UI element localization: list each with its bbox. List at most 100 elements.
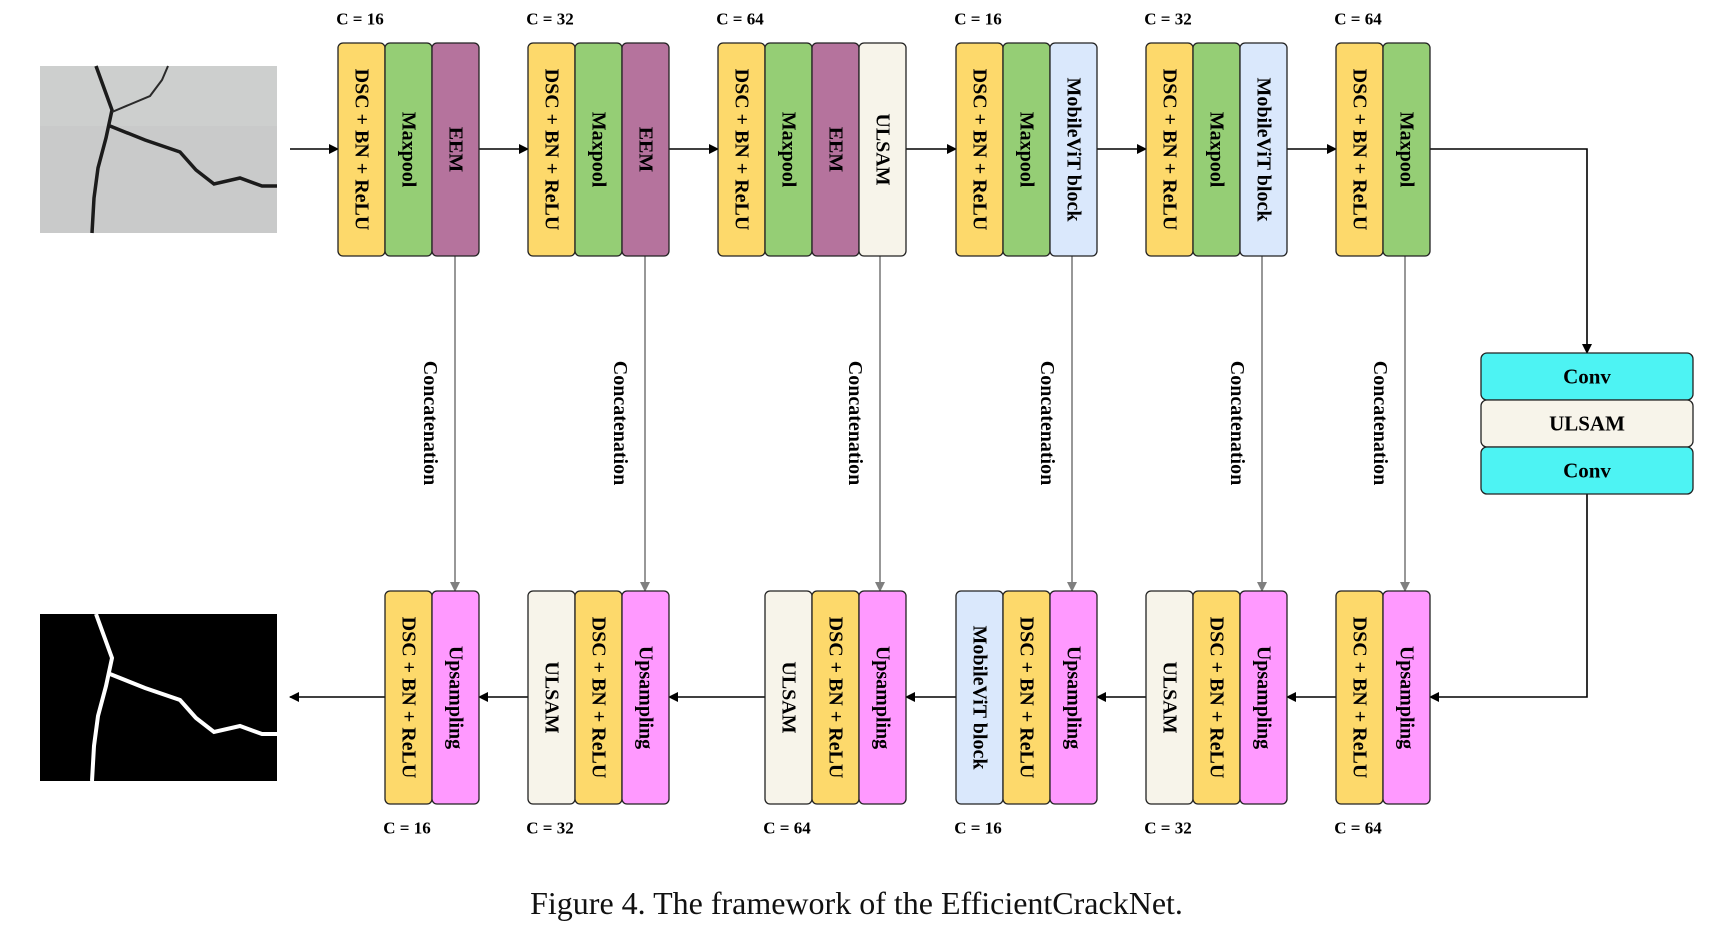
- dec-4-mobilevit-block-label: MobileViT block: [969, 626, 991, 771]
- enc-2-dsc-block: DSC + BN + ReLU: [527, 42, 576, 257]
- enc-1-dsc-block-label: DSC + BN + ReLU: [351, 69, 373, 231]
- dec-5-channels: C = 32: [1144, 819, 1191, 838]
- dec-2-upsampling-block: Upsampling: [621, 590, 670, 805]
- enc-4-mobilevit-block: MobileViT block: [1049, 42, 1098, 257]
- dec-3-dsc-block: DSC + BN + ReLU: [811, 590, 860, 805]
- enc-6-maxpool-block: Maxpool: [1382, 42, 1431, 257]
- input-crack-image: [40, 65, 277, 234]
- dec-1-upsampling-block: Upsampling: [431, 590, 480, 805]
- dec-3-ulsam-block-label: ULSAM: [778, 661, 800, 733]
- dec-2-ulsam-block-label: ULSAM: [541, 661, 563, 733]
- enc-6-dsc-block: DSC + BN + ReLU: [1335, 42, 1384, 257]
- dec-3-channels: C = 64: [763, 819, 811, 838]
- enc-6-channels: C = 64: [1334, 10, 1382, 29]
- dec-4-upsampling-block-label: Upsampling: [1063, 646, 1085, 749]
- enc-4-maxpool-block-label: Maxpool: [1016, 112, 1038, 188]
- enc-4-mobilevit-block-label: MobileViT block: [1063, 78, 1085, 223]
- bottleneck-conv-3: Conv: [1480, 446, 1694, 495]
- enc-5-mobilevit-block: MobileViT block: [1239, 42, 1288, 257]
- dec-5-dsc-block: DSC + BN + ReLU: [1192, 590, 1241, 805]
- enc-5-maxpool-block-label: Maxpool: [1206, 112, 1228, 188]
- dec-4-dsc-block: DSC + BN + ReLU: [1002, 590, 1051, 805]
- dec-2-upsampling-block-label: Upsampling: [635, 646, 657, 749]
- enc-2-eem-block-label: EEM: [635, 127, 657, 173]
- bottleneck-conv-3-label: Conv: [1563, 459, 1611, 483]
- enc-6-maxpool-block-label: Maxpool: [1396, 112, 1418, 188]
- dec-4-mobilevit-block: MobileViT block: [955, 590, 1004, 805]
- concat-label-6: Concatenation: [1369, 361, 1391, 485]
- enc-5-dsc-block-label: DSC + BN + ReLU: [1159, 69, 1181, 231]
- bottleneck-conv-1: Conv: [1480, 352, 1694, 401]
- enc-1-maxpool-block-label: Maxpool: [398, 112, 420, 188]
- dec-4-upsampling-block: Upsampling: [1049, 590, 1098, 805]
- enc-3-dsc-block: DSC + BN + ReLU: [717, 42, 766, 257]
- enc-5-maxpool-block: Maxpool: [1192, 42, 1241, 257]
- dec-5-dsc-block-label: DSC + BN + ReLU: [1206, 617, 1228, 779]
- dec-2-ulsam-block: ULSAM: [527, 590, 576, 805]
- dec-3-ulsam-block: ULSAM: [764, 590, 813, 805]
- enc-3-maxpool-block: Maxpool: [764, 42, 813, 257]
- enc-3-dsc-block-label: DSC + BN + ReLU: [731, 69, 753, 231]
- dec-2-dsc-block: DSC + BN + ReLU: [574, 590, 623, 805]
- enc-2-eem-block: EEM: [621, 42, 670, 257]
- dec-1-upsampling-block-label: Upsampling: [445, 646, 467, 749]
- enc-5-mobilevit-block-label: MobileViT block: [1253, 78, 1275, 223]
- connections-layer: [289, 144, 1592, 702]
- concat-label-3: Concatenation: [844, 361, 866, 485]
- enc-1-dsc-block: DSC + BN + ReLU: [337, 42, 386, 257]
- dec-5-upsampling-block: Upsampling: [1239, 590, 1288, 805]
- enc-3-maxpool-block-label: Maxpool: [778, 112, 800, 188]
- enc-4-dsc-block-label: DSC + BN + ReLU: [969, 69, 991, 231]
- dec-3-upsampling-block: Upsampling: [858, 590, 907, 805]
- concat-label-2: Concatenation: [609, 361, 631, 485]
- dec-2-dsc-block-label: DSC + BN + ReLU: [588, 617, 610, 779]
- dec-5-ulsam-block-label: ULSAM: [1159, 661, 1181, 733]
- output-mask-image: [40, 613, 277, 782]
- enc-1-channels: C = 16: [336, 10, 383, 29]
- dec-1-channels: C = 16: [383, 819, 430, 838]
- enc-1-eem-block: EEM: [431, 42, 480, 257]
- enc-3-eem-block-label: EEM: [825, 127, 847, 173]
- enc-5-channels: C = 32: [1144, 10, 1191, 29]
- enc-3-ulsam-block-label: ULSAM: [872, 113, 894, 185]
- concat-label-4: Concatenation: [1036, 361, 1058, 485]
- enc-3-eem-block: EEM: [811, 42, 860, 257]
- dec-1-dsc-block-label: DSC + BN + ReLU: [398, 617, 420, 779]
- dec-4-channels: C = 16: [954, 819, 1001, 838]
- from-bottleneck-arrow: [1429, 494, 1588, 702]
- to-bottleneck-arrow: [1430, 148, 1592, 354]
- dec-1-dsc-block: DSC + BN + ReLU: [384, 590, 433, 805]
- enc-4-dsc-block: DSC + BN + ReLU: [955, 42, 1004, 257]
- dec-5-upsampling-block-label: Upsampling: [1253, 646, 1275, 749]
- bottleneck-ulsam-2: ULSAM: [1480, 399, 1694, 448]
- enc-2-maxpool-block: Maxpool: [574, 42, 623, 257]
- dec-5-ulsam-block: ULSAM: [1145, 590, 1194, 805]
- enc-3-ulsam-block: ULSAM: [858, 42, 907, 257]
- enc-1-eem-block-label: EEM: [445, 127, 467, 173]
- figure-caption: Figure 4. The framework of the Efficient…: [530, 885, 1183, 921]
- dec-6-dsc-block: DSC + BN + ReLU: [1335, 590, 1384, 805]
- dec-6-upsampling-block: Upsampling: [1382, 590, 1431, 805]
- enc-5-dsc-block: DSC + BN + ReLU: [1145, 42, 1194, 257]
- enc-1-maxpool-block: Maxpool: [384, 42, 433, 257]
- dec-6-dsc-block-label: DSC + BN + ReLU: [1349, 617, 1371, 779]
- enc-3-channels: C = 64: [716, 10, 764, 29]
- bottleneck-ulsam-2-label: ULSAM: [1549, 412, 1625, 436]
- concat-label-5: Concatenation: [1226, 361, 1248, 485]
- dec-2-channels: C = 32: [526, 819, 573, 838]
- enc-2-channels: C = 32: [526, 10, 573, 29]
- enc-4-channels: C = 16: [954, 10, 1001, 29]
- dec-3-upsampling-block-label: Upsampling: [872, 646, 894, 749]
- blocks-layer: DSC + BN + ReLU Maxpool EEM C = 16 DSC + BN …: [336, 10, 1694, 838]
- dec-6-channels: C = 64: [1334, 819, 1382, 838]
- enc-2-dsc-block-label: DSC + BN + ReLU: [541, 69, 563, 231]
- enc-4-maxpool-block: Maxpool: [1002, 42, 1051, 257]
- concat-label-1: Concatenation: [419, 361, 441, 485]
- enc-6-dsc-block-label: DSC + BN + ReLU: [1349, 69, 1371, 231]
- dec-6-upsampling-block-label: Upsampling: [1396, 646, 1418, 749]
- dec-4-dsc-block-label: DSC + BN + ReLU: [1016, 617, 1038, 779]
- bottleneck-conv-1-label: Conv: [1563, 365, 1611, 389]
- enc-2-maxpool-block-label: Maxpool: [588, 112, 610, 188]
- dec-3-dsc-block-label: DSC + BN + ReLU: [825, 617, 847, 779]
